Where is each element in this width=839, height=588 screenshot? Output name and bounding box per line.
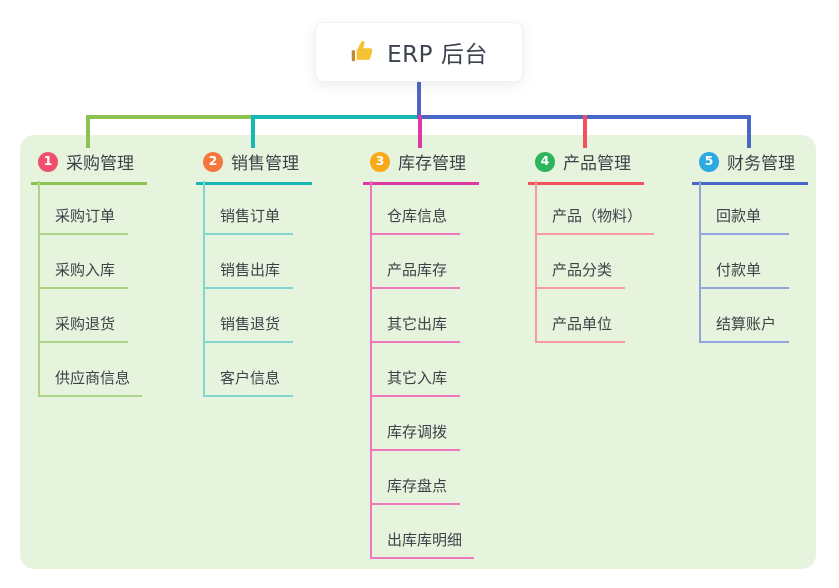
root-node[interactable]: ERP 后台: [315, 22, 523, 82]
branch-node-5[interactable]: 5 财务管理: [692, 149, 808, 185]
child-node-label: 其它出库: [387, 315, 448, 333]
child-node[interactable]: 产品分类: [535, 235, 625, 289]
child-node-label: 回款单: [716, 207, 762, 225]
child-node[interactable]: 销售出库: [203, 235, 293, 289]
child-node[interactable]: 其它入库: [370, 343, 460, 397]
branch-4-children: 产品（物料） 产品分类产品单位: [535, 181, 655, 343]
branch-5-children: 回款单付款单结算账户: [699, 181, 789, 343]
child-node[interactable]: 出库库明细: [370, 505, 475, 559]
branch-node-label: 库存管理: [398, 154, 466, 174]
child-node[interactable]: 结算账户: [699, 289, 789, 343]
child-node[interactable]: 库存调拨: [370, 397, 460, 451]
connector-rail-teal: [251, 115, 421, 119]
branch-number-badge: 1: [38, 151, 58, 172]
child-node-label: 销售订单: [220, 207, 281, 225]
child-node-label: 销售退货: [220, 315, 281, 333]
branch-number-badge: 4: [535, 151, 555, 172]
child-node[interactable]: 采购订单: [38, 181, 128, 235]
branch-2-children: 销售订单销售出库销售退货客户信息: [203, 181, 293, 397]
branches-panel: [20, 135, 816, 569]
child-node[interactable]: 供应商信息: [38, 343, 143, 397]
branch-3-children: 仓库信息产品库存其它出库其它入库库存调拨库存盘点出库库明细: [370, 181, 475, 559]
connector-root-stem: [417, 81, 421, 119]
child-node[interactable]: 产品单位: [535, 289, 625, 343]
connector-drop-branch-1: [86, 115, 90, 148]
child-node-label: 库存调拨: [387, 423, 448, 441]
child-node[interactable]: 回款单: [699, 181, 789, 235]
branch-node-label: 产品管理: [563, 154, 631, 174]
child-node-label: 供应商信息: [55, 369, 131, 387]
child-node-label: 出库库明细: [387, 531, 463, 549]
child-node[interactable]: 采购退货: [38, 289, 128, 343]
child-node[interactable]: 销售订单: [203, 181, 293, 235]
branch-number-badge: 3: [370, 151, 390, 172]
child-node-label: 产品库存: [387, 261, 448, 279]
child-node-label: 仓库信息: [387, 207, 448, 225]
child-node[interactable]: 产品（物料）: [535, 181, 655, 235]
child-node-label: 其它入库: [387, 369, 448, 387]
child-node-label: 付款单: [716, 261, 762, 279]
branch-1-children: 采购订单采购入库采购退货供应商信息: [38, 181, 143, 397]
child-node[interactable]: 客户信息: [203, 343, 293, 397]
branch-node-2[interactable]: 2 销售管理: [196, 149, 312, 185]
branch-node-label: 财务管理: [727, 154, 795, 174]
branch-node-label: 销售管理: [231, 154, 299, 174]
child-node-label: 产品（物料）: [552, 207, 643, 225]
connector-drop-branch-4: [583, 115, 587, 148]
branch-node-label: 采购管理: [66, 154, 134, 174]
child-node-label: 产品单位: [552, 315, 613, 333]
child-node-label: 销售出库: [220, 261, 281, 279]
child-node-label: 库存盘点: [387, 477, 448, 495]
thumbs-up-icon: [350, 39, 376, 65]
branch-node-1[interactable]: 1 采购管理: [31, 149, 147, 185]
child-node-label: 采购订单: [55, 207, 116, 225]
child-node[interactable]: 其它出库: [370, 289, 460, 343]
child-node[interactable]: 采购入库: [38, 235, 128, 289]
child-node[interactable]: 产品库存: [370, 235, 460, 289]
connector-drop-branch-3: [418, 115, 422, 148]
branch-number-badge: 2: [203, 151, 223, 172]
child-node-label: 结算账户: [716, 315, 777, 333]
child-node[interactable]: 仓库信息: [370, 181, 460, 235]
branch-node-3[interactable]: 3 库存管理: [363, 149, 479, 185]
child-node-label: 客户信息: [220, 369, 281, 387]
root-node-label: ERP 后台: [387, 42, 488, 68]
connector-drop-branch-5: [747, 115, 751, 148]
child-node-label: 采购入库: [55, 261, 116, 279]
branch-node-4[interactable]: 4 产品管理: [528, 149, 644, 185]
connector-rail-green: [86, 115, 255, 119]
child-node[interactable]: 库存盘点: [370, 451, 460, 505]
child-node[interactable]: 付款单: [699, 235, 789, 289]
child-node-label: 产品分类: [552, 261, 613, 279]
branch-number-badge: 5: [699, 151, 719, 172]
connector-drop-branch-2: [251, 115, 255, 148]
child-node-label: 采购退货: [55, 315, 116, 333]
child-node[interactable]: 销售退货: [203, 289, 293, 343]
